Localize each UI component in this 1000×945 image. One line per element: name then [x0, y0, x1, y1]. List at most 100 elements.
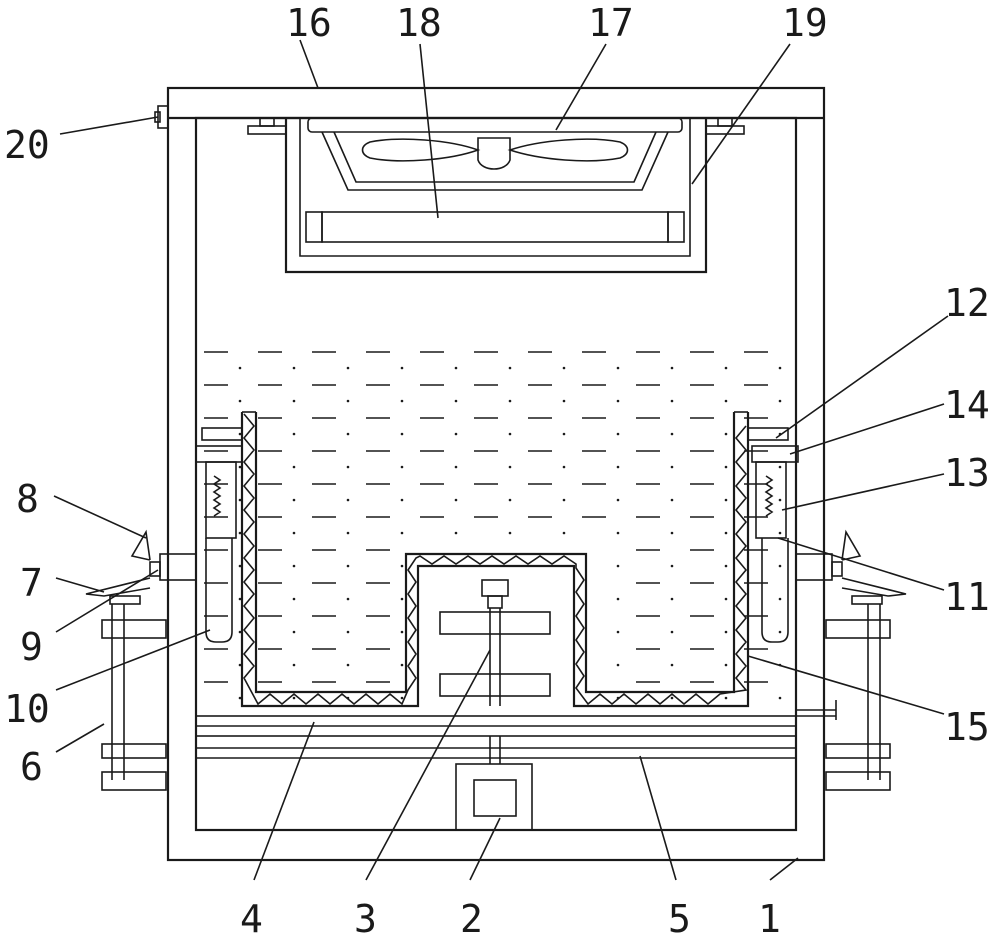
water-dot: [670, 696, 674, 700]
outer-housing: [166, 86, 826, 862]
water-dot: [400, 498, 404, 502]
water-dot: [724, 597, 728, 601]
water-dot: [724, 498, 728, 502]
water-dot: [400, 366, 404, 370]
water-dot: [346, 399, 350, 403]
water-dot: [454, 366, 458, 370]
water-dot: [670, 399, 674, 403]
label-10: 10: [4, 687, 50, 731]
water-dot: [778, 465, 782, 469]
water-dot: [508, 432, 512, 436]
water-dot: [292, 630, 296, 634]
label-16: 16: [286, 1, 332, 45]
leader-13: [781, 473, 945, 511]
water-dot: [346, 663, 350, 667]
water-dot: [724, 366, 728, 370]
water-dot: [292, 465, 296, 469]
water-dot: [238, 696, 242, 700]
label-14: 14: [944, 383, 990, 427]
leader-10: [55, 629, 211, 691]
leader-9: [55, 569, 159, 633]
water-dot: [778, 696, 782, 700]
water-dot: [346, 465, 350, 469]
water-dot: [292, 531, 296, 535]
leader-17: [555, 43, 607, 131]
water-dot: [292, 498, 296, 502]
leader-8: [53, 495, 147, 539]
water-dot: [724, 696, 728, 700]
partition-plate: [196, 736, 796, 764]
water-dot: [346, 597, 350, 601]
label-18: 18: [396, 1, 442, 45]
water-dot: [292, 432, 296, 436]
leader-2: [469, 817, 501, 881]
water-dot: [508, 498, 512, 502]
water-dot: [508, 465, 512, 469]
label-3: 3: [354, 897, 377, 941]
label-20: 20: [4, 123, 50, 167]
left-mechanism: [85, 427, 243, 791]
label-15: 15: [944, 705, 990, 749]
label-2: 2: [460, 897, 483, 941]
water-dot: [562, 366, 566, 370]
label-12: 12: [944, 281, 990, 325]
water-dot: [724, 630, 728, 634]
water-dot: [400, 663, 404, 667]
water-dot: [454, 465, 458, 469]
water-dot: [400, 465, 404, 469]
water-dot: [724, 399, 728, 403]
right-mechanism: [747, 427, 907, 791]
water-dot: [238, 399, 242, 403]
water-dot: [400, 696, 404, 700]
water-dot: [400, 531, 404, 535]
water-dot: [724, 663, 728, 667]
water-dot: [778, 597, 782, 601]
water-dot: [778, 399, 782, 403]
leader-3: [365, 649, 491, 881]
water-body: [204, 351, 782, 700]
water-dot: [238, 531, 242, 535]
support-plate: [195, 700, 837, 737]
label-1: 1: [758, 897, 781, 941]
leader-20: [59, 116, 159, 135]
leader-11: [777, 537, 945, 591]
leader-4: [253, 721, 315, 881]
fan-housing: [247, 117, 745, 274]
water-dot: [670, 432, 674, 436]
water-dot: [616, 663, 620, 667]
label-5: 5: [668, 897, 691, 941]
water-dot: [238, 465, 242, 469]
filter-roller: [305, 211, 685, 243]
water-dot: [238, 597, 242, 601]
label-19: 19: [782, 1, 828, 45]
water-dot: [724, 432, 728, 436]
water-dot: [724, 531, 728, 535]
leader-lines: [53, 39, 949, 881]
water-dot: [670, 531, 674, 535]
water-dot: [238, 564, 242, 568]
water-dot: [670, 663, 674, 667]
leader-18: [419, 43, 439, 219]
label-9: 9: [20, 625, 43, 669]
water-dot: [292, 663, 296, 667]
water-dot: [238, 630, 242, 634]
water-dot: [562, 531, 566, 535]
water-dot: [616, 531, 620, 535]
stirring-assembly: [439, 579, 551, 706]
water-dot: [292, 399, 296, 403]
water-dot: [778, 366, 782, 370]
water-dot: [616, 597, 620, 601]
leader-7: [55, 577, 105, 593]
water-dot: [616, 498, 620, 502]
water-dot: [778, 498, 782, 502]
water-dot: [508, 531, 512, 535]
water-dot: [238, 498, 242, 502]
inner-basket: [240, 411, 750, 708]
part-labels: 16 18 17 19 20 12 14 13 8 7 11 9 10 15 6…: [4, 1, 990, 941]
leader-1: [769, 857, 799, 881]
water-dot: [670, 366, 674, 370]
label-7: 7: [20, 561, 43, 605]
water-dot: [454, 498, 458, 502]
water-dot: [778, 564, 782, 568]
